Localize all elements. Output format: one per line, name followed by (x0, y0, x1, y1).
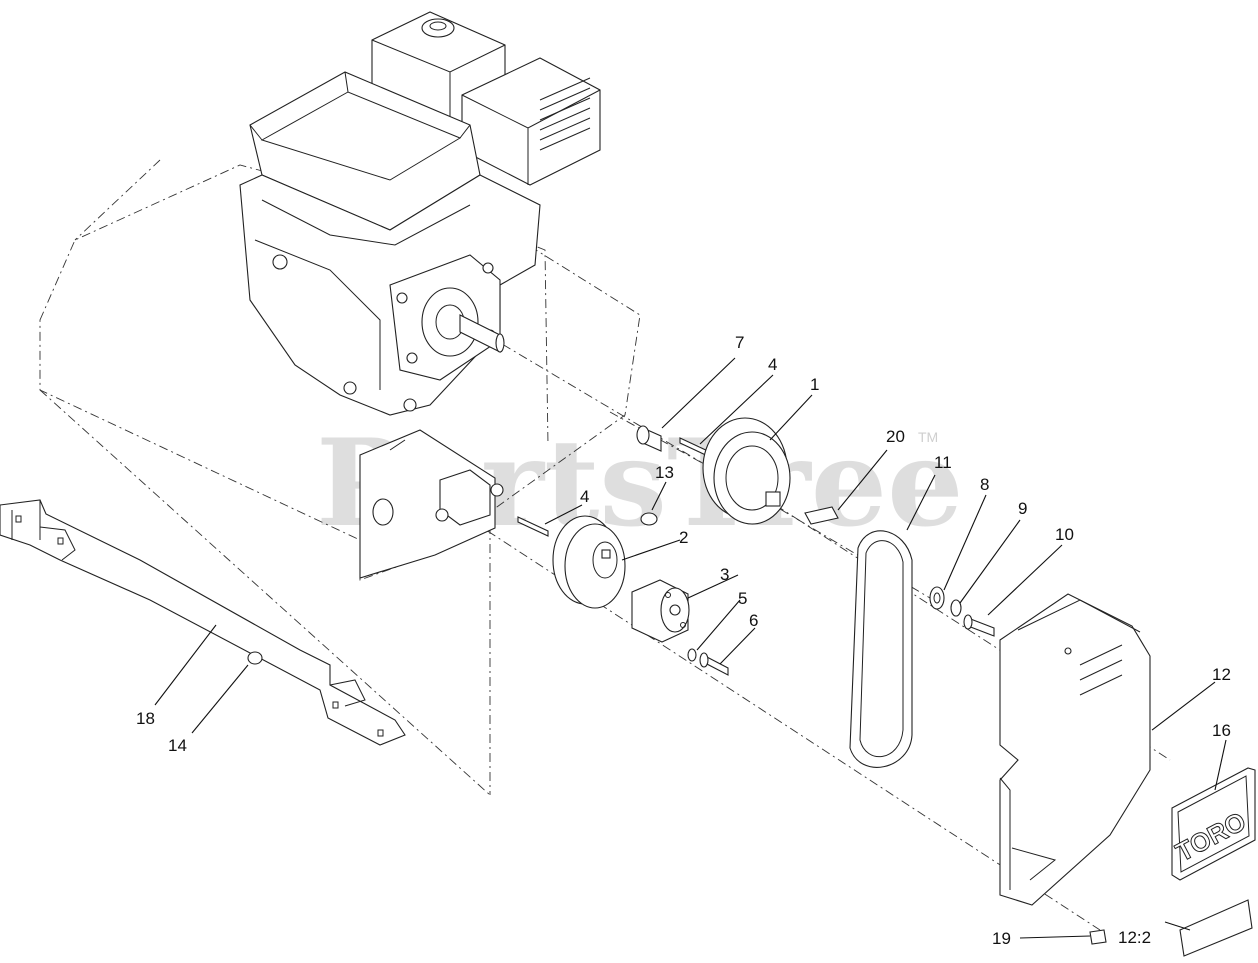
callout-10: 10 (1055, 525, 1074, 544)
part-5-washer (687, 648, 697, 662)
part-3-hub (631, 579, 690, 643)
part-19-bolt (1089, 929, 1107, 945)
part-20-key (804, 506, 839, 525)
callout-4-upper: 4 (768, 355, 777, 374)
callout-19: 19 (992, 929, 1011, 948)
callout-7: 7 (735, 333, 744, 352)
callout-2: 2 (679, 528, 688, 547)
callout-18: 18 (136, 709, 155, 728)
callout-20: 20 (886, 427, 905, 446)
callout-5: 5 (738, 589, 747, 608)
callout-14: 14 (168, 736, 187, 755)
leader-lines (154, 357, 1227, 939)
callout-1: 1 (810, 375, 819, 394)
callout-12: 12 (1212, 665, 1231, 684)
engine (239, 11, 601, 416)
part-9-washer (950, 599, 962, 617)
part-16-decal: TORO (1170, 767, 1256, 881)
part-12-belt-guard (999, 593, 1151, 906)
part-2-pulley (552, 515, 626, 609)
callout-6: 6 (749, 611, 758, 630)
callout-12-2: 12:2 (1118, 928, 1151, 947)
part-7-sleeve (636, 425, 662, 452)
part-10-bolt (963, 614, 995, 637)
callout-labels: 7 4 1 20 13 11 8 9 4 10 2 3 5 6 12 16 18… (136, 333, 1231, 948)
part-18-bracket (0, 499, 406, 746)
part-8-spacer (929, 586, 945, 610)
part-12-2-decal (1179, 899, 1253, 957)
callout-3: 3 (720, 565, 729, 584)
part-14-nut (247, 651, 263, 665)
callout-11: 11 (934, 453, 952, 472)
part-11-belt (849, 530, 913, 768)
callout-16: 16 (1212, 721, 1231, 740)
callout-13: 13 (655, 463, 674, 482)
callout-8: 8 (980, 475, 989, 494)
part-13-pin (640, 512, 658, 526)
callout-4-lower: 4 (580, 487, 589, 506)
mount-block (359, 429, 504, 579)
callout-9: 9 (1018, 499, 1027, 518)
watermark-trademark: TM (918, 429, 938, 445)
part-1-drive-pulley (702, 417, 791, 525)
part-4-lower-key (517, 516, 549, 537)
part-6-bolt (699, 652, 729, 676)
